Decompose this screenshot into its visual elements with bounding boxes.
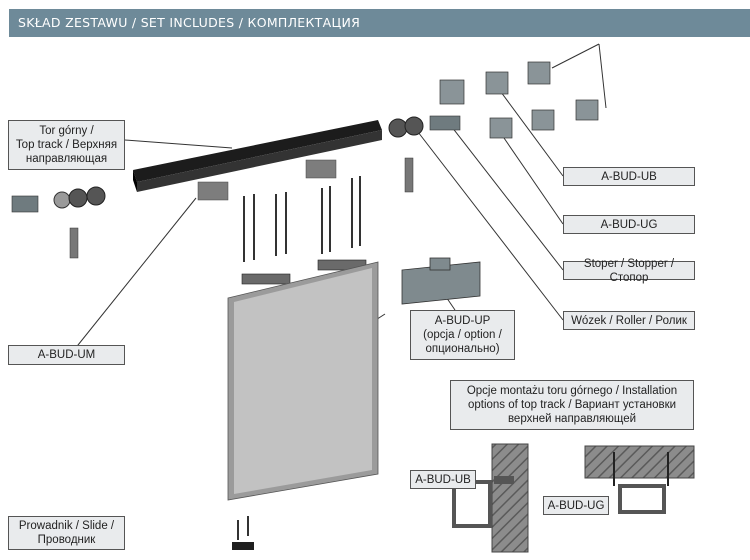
- section-header: SKŁAD ZESTAWU / SET INCLUDES / КОМПЛЕКТА…: [9, 9, 750, 37]
- label-install-options: Opcje montażu toru górnego / Installatio…: [450, 380, 694, 430]
- screws: [243, 176, 361, 262]
- rail-brackets: [197, 159, 337, 201]
- label-slide: Prowadnik / Slide /Проводник: [8, 516, 125, 550]
- label-bud-up: A-BUD-UP(opcja / option /опционально): [410, 310, 515, 360]
- section-title: SKŁAD ZESTAWU / SET INCLUDES / КОМПЛЕКТА…: [18, 15, 361, 30]
- inset-ceiling-mount: [584, 445, 695, 514]
- label-roller: Wózek / Roller / Ролик: [563, 311, 695, 330]
- right-roller-set: [388, 115, 461, 193]
- label-inset-ug: A-BUD-UG: [543, 496, 609, 515]
- label-inset-ub: A-BUD-UB: [410, 470, 476, 489]
- label-stopper: Stoper / Stopper / Стопор: [563, 258, 695, 284]
- inset-wall-mount: [452, 443, 529, 553]
- door-panel: [227, 261, 379, 501]
- label-bud-ub: A-BUD-UB: [563, 167, 695, 186]
- slide-guide: [232, 516, 254, 550]
- left-roller-set: [11, 186, 106, 259]
- bracket-group: [439, 61, 599, 139]
- label-bud-ug: A-BUD-UG: [563, 215, 695, 234]
- top-track-rail: [133, 120, 382, 192]
- label-bud-um: A-BUD-UM: [8, 345, 125, 365]
- bud-up-bracket: [401, 257, 481, 305]
